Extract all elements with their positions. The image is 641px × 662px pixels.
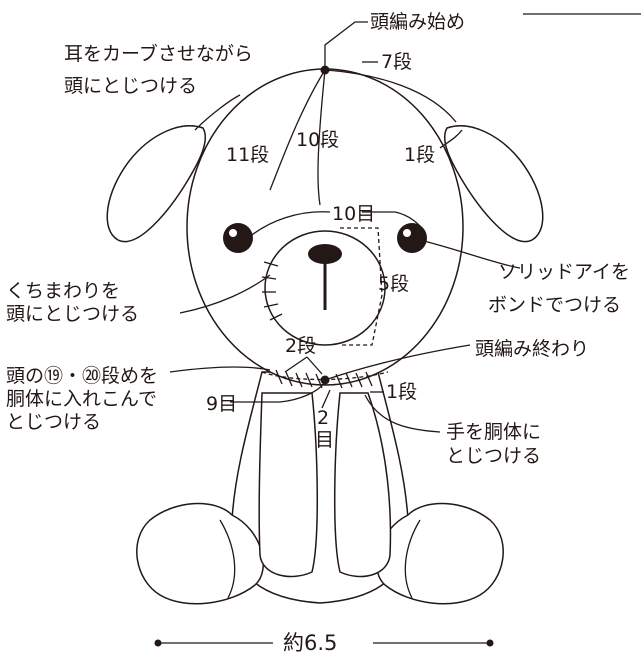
label-head-end: 頭編み終わり	[475, 338, 589, 360]
label-row-1-neck: 1段	[386, 381, 417, 403]
label-arm-2: とじつける	[446, 445, 541, 467]
label-arm-1: 手を胴体に	[446, 421, 541, 443]
muzzle-stitches	[261, 261, 283, 321]
row-line-11	[269, 69, 326, 191]
label-neck-1: 頭の⑲・⑳段めを	[6, 365, 158, 387]
left-leg	[136, 502, 264, 605]
label-stitches-2-b: 目	[315, 429, 334, 451]
bear-ears	[106, 125, 544, 243]
label-neck-2: 胴体に入れこんで	[6, 388, 157, 410]
label-rows-7: 7段	[381, 51, 412, 73]
right-arm	[334, 392, 392, 578]
label-mouth-2: 頭にとじつける	[6, 303, 139, 325]
label-rows-10: 10段	[296, 129, 339, 151]
label-rows-11: 11段	[226, 144, 269, 166]
right-ear	[443, 125, 544, 243]
label-head-start: 頭編み始め	[370, 11, 465, 33]
label-eyes-2: ボンドでつける	[488, 294, 621, 316]
label-width: 約6.5	[283, 631, 337, 655]
label-neck-3: とじつける	[6, 411, 101, 433]
leader-lines	[169, 21, 521, 433]
label-row-1-ear: 1段	[404, 144, 435, 166]
right-leg-crease	[404, 519, 421, 599]
bear-body	[136, 371, 504, 605]
label-ear-attach-2: 頭にとじつける	[64, 75, 197, 97]
neck-stitches	[275, 369, 373, 389]
row-line-7	[324, 69, 457, 123]
left-leg-crease	[219, 519, 236, 599]
bear-head	[186, 65, 464, 389]
left-arm	[258, 392, 318, 578]
label-rows-2: 2段	[285, 335, 316, 357]
label-mouth-1: くちまわりを	[6, 280, 120, 302]
label-rows-5: 5段	[378, 273, 409, 295]
label-eyes-1: ソリッドアイを	[498, 261, 630, 283]
left-eye-highlight	[229, 229, 237, 237]
muzzle-measure-box	[340, 227, 383, 346]
width-dimension	[154, 639, 494, 647]
label-stitches-2-a: 2	[317, 407, 329, 429]
row-line-10	[317, 69, 326, 206]
left-ear	[106, 125, 207, 243]
label-stitches-9: 9目	[206, 393, 237, 415]
label-ear-attach-1: 耳をカーブさせながら	[64, 42, 253, 65]
right-eye-highlight	[403, 229, 411, 237]
right-eye	[397, 223, 427, 253]
label-stitches-10: 10目	[332, 203, 375, 225]
